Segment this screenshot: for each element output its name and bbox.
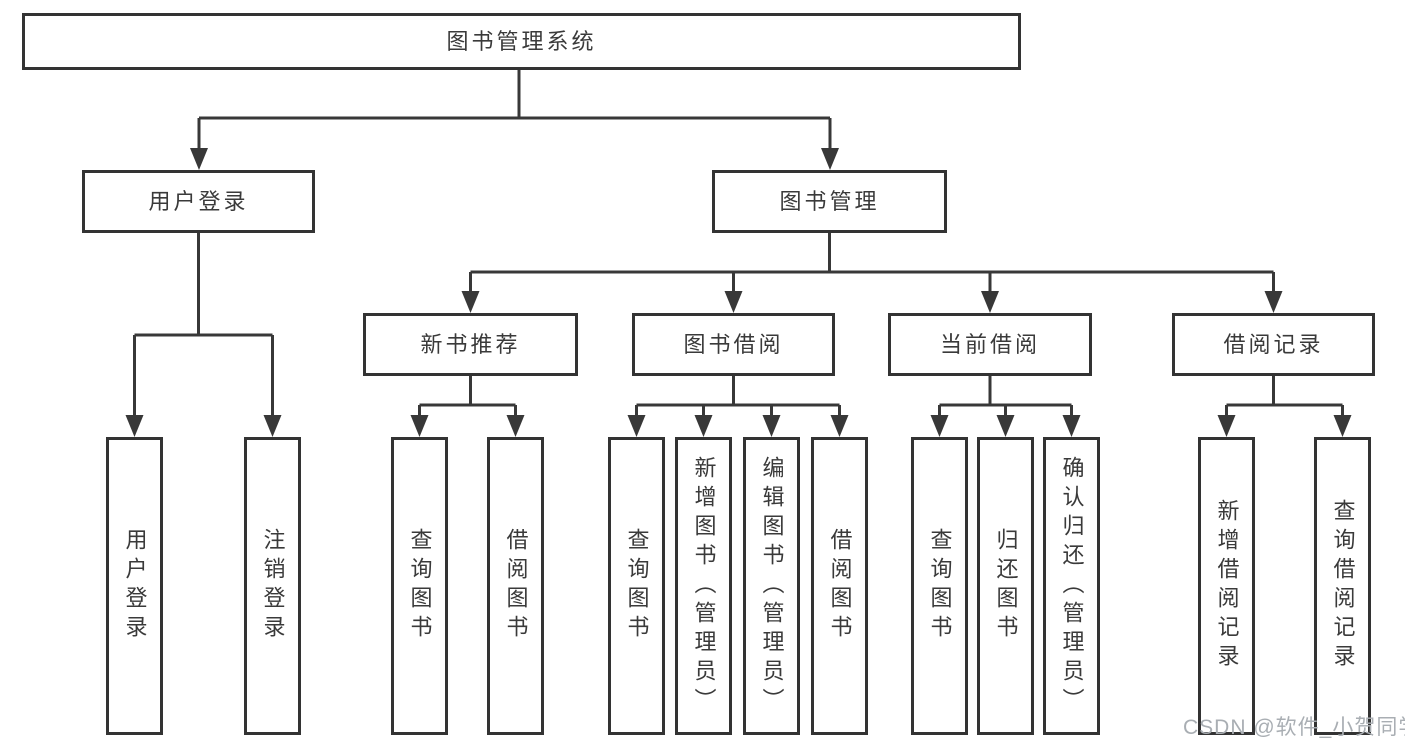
leaf-query-book-current: 查询图书 [911, 437, 968, 735]
leaf-return-book: 归还图书 [977, 437, 1034, 735]
leaf-query-borrow-record: 查询借阅记录 [1314, 437, 1371, 735]
leaf-add-borrow-record: 新增借阅记录 [1198, 437, 1255, 735]
leaf-confirm-return-admin: 确认归还（管理员） [1043, 437, 1100, 735]
node-root: 图书管理系统 [22, 13, 1021, 70]
node-user-login: 用户登录 [82, 170, 315, 233]
leaf-user-login: 用户登录 [106, 437, 163, 735]
leaf-logout: 注销登录 [244, 437, 301, 735]
leaf-query-book-borrow: 查询图书 [608, 437, 665, 735]
leaf-borrow-book: 借阅图书 [811, 437, 868, 735]
leaf-edit-book-admin: 编辑图书（管理员） [743, 437, 800, 735]
node-new-book-recommend: 新书推荐 [363, 313, 578, 376]
node-book-management: 图书管理 [712, 170, 947, 233]
leaf-borrow-book-recommend: 借阅图书 [487, 437, 544, 735]
node-borrow-records: 借阅记录 [1172, 313, 1375, 376]
node-book-borrow: 图书借阅 [632, 313, 835, 376]
leaf-add-book-admin: 新增图书（管理员） [675, 437, 732, 735]
connector-paths [133, 69, 1344, 417]
leaf-query-book-recommend: 查询图书 [391, 437, 448, 735]
csdn-watermark: CSDN @软件_小贺同学 [1183, 716, 1405, 739]
node-current-borrow: 当前借阅 [888, 313, 1092, 376]
arrowhead-icons [125, 148, 1352, 437]
